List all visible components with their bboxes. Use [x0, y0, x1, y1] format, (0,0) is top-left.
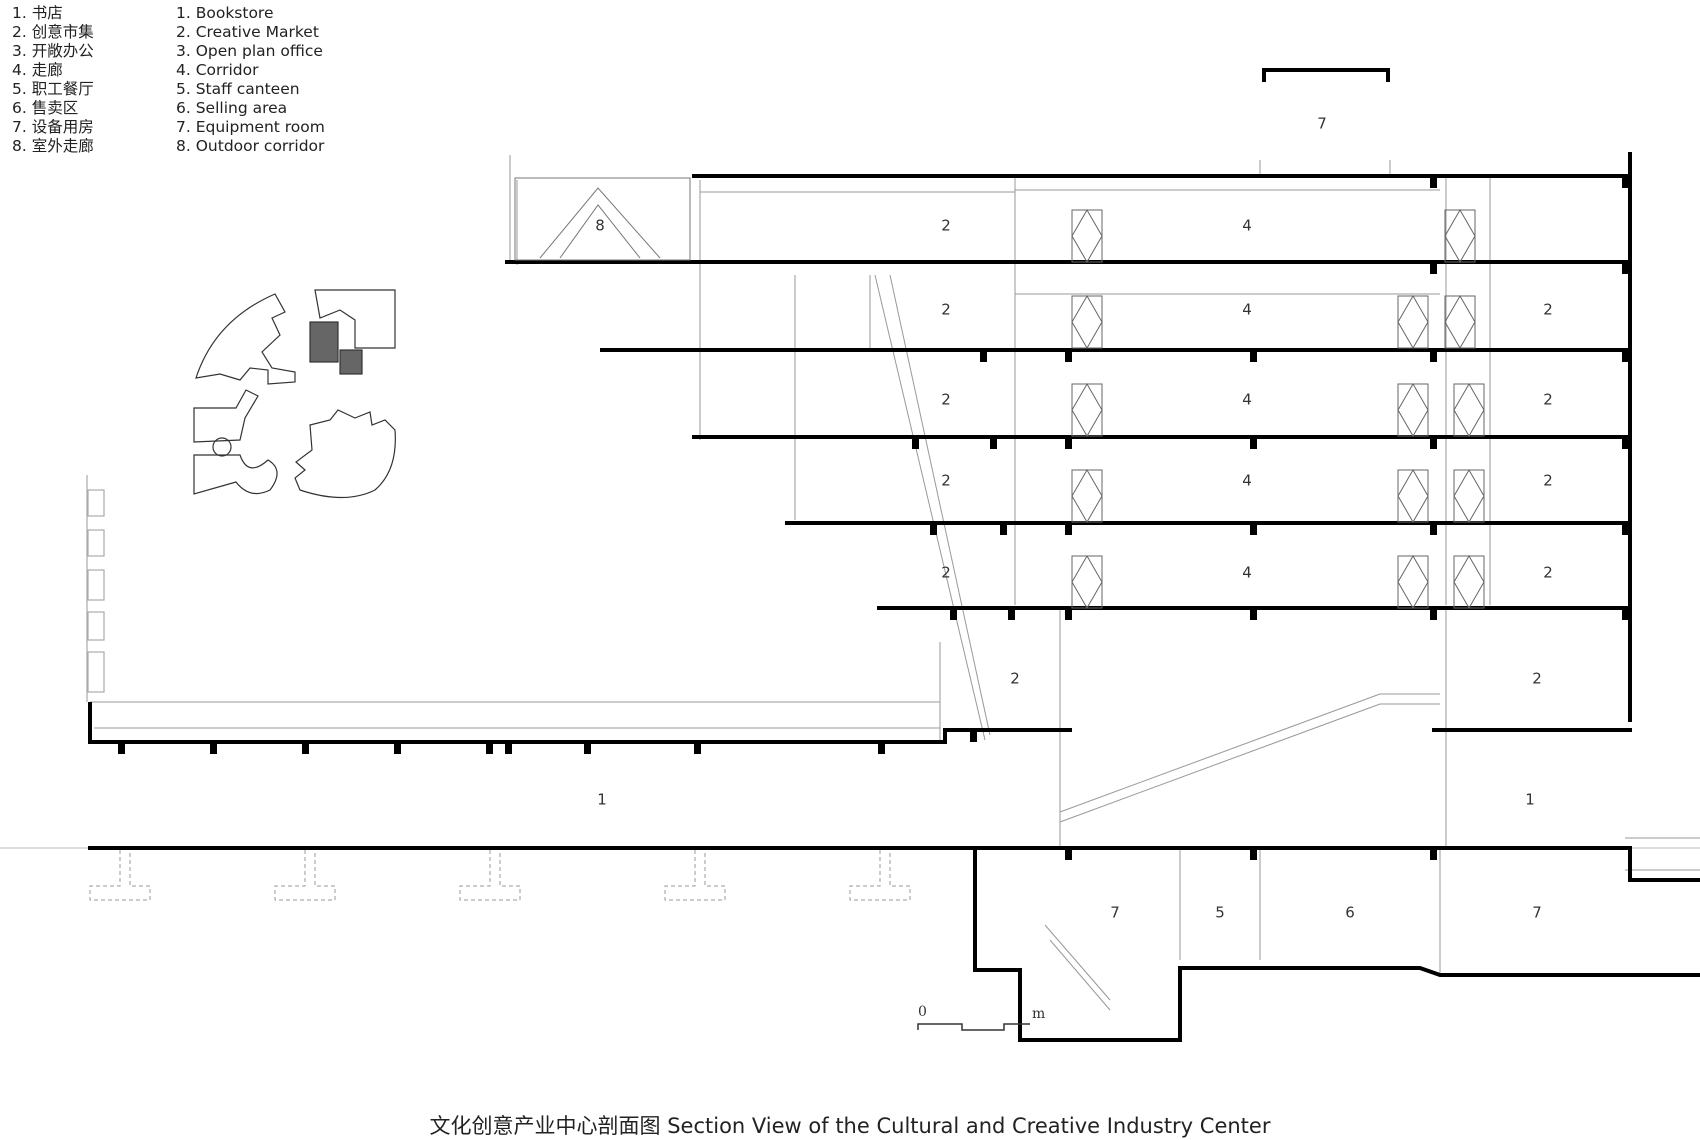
- room-label: 2: [1543, 301, 1553, 319]
- room-label: 4: [1242, 301, 1252, 319]
- room-label: 2: [1010, 670, 1020, 688]
- room-label: 2: [941, 217, 951, 235]
- legend-item: 2. 创意市集: [12, 23, 94, 41]
- legend-item: 1. 书店: [12, 4, 63, 22]
- scale-unit-label: m: [1032, 1006, 1045, 1022]
- legend-item: 4. Corridor: [176, 61, 259, 79]
- columns: [118, 176, 1629, 860]
- room-label: 2: [941, 301, 951, 319]
- scale-bar: 0 m: [917, 1004, 1045, 1031]
- room-label: 2: [1543, 564, 1553, 582]
- room-label: 2: [941, 564, 951, 582]
- room-label: 7: [1317, 115, 1327, 133]
- footings: [89, 850, 911, 901]
- legend-item: 3. Open plan office: [176, 42, 323, 60]
- legend-item: 5. Staff canteen: [176, 80, 300, 98]
- room-label: 2: [1543, 472, 1553, 490]
- legend-item: 6. 售卖区: [12, 99, 79, 117]
- room-label: 2: [1532, 670, 1542, 688]
- scale-zero-label: 0: [918, 1004, 927, 1020]
- room-label: 4: [1242, 472, 1252, 490]
- room-label: 2: [941, 472, 951, 490]
- room-label: 2: [941, 391, 951, 409]
- thin-structure: [90, 155, 1700, 1011]
- room-label: 2: [1543, 391, 1553, 409]
- legend-item: 6. Selling area: [176, 99, 288, 117]
- legend-item: 5. 职工餐厅: [12, 80, 94, 98]
- room-labels: 7 8 2 4 2 4 2 2 4 2 2 4 2 2 4 2 2 2 1 1 …: [595, 115, 1553, 922]
- legend-item: 7. Equipment room: [176, 118, 325, 136]
- drawing-caption: 文化创意产业中心剖面图 Section View of the Cultural…: [429, 1114, 1271, 1138]
- room-label: 7: [1532, 904, 1542, 922]
- legend-item: 8. 室外走廊: [12, 137, 94, 155]
- room-label: 4: [1242, 391, 1252, 409]
- legend-item: 4. 走廊: [12, 61, 63, 79]
- outdoor-corridor-truss: [514, 177, 691, 261]
- room-label: 4: [1242, 217, 1252, 235]
- legend-item: 8. Outdoor corridor: [176, 137, 325, 155]
- legend-english: 1. Bookstore 2. Creative Market 3. Open …: [176, 4, 325, 156]
- vertical-signage: [86, 475, 105, 702]
- legend-item: 1. Bookstore: [176, 4, 274, 22]
- legend-chinese: 1. 书店 2. 创意市集 3. 开敞办公 4. 走廊 5. 职工餐厅 6. 售…: [12, 4, 94, 156]
- legend-item: 7. 设备用房: [12, 118, 94, 136]
- room-label: 4: [1242, 564, 1252, 582]
- legend-item: 3. 开敞办公: [12, 42, 94, 60]
- room-label: 1: [1525, 791, 1535, 809]
- slabs: [88, 68, 1700, 1042]
- room-label: 5: [1215, 904, 1225, 922]
- room-label: 1: [597, 791, 607, 809]
- room-label: 7: [1110, 904, 1120, 922]
- legend-item: 2. Creative Market: [176, 23, 319, 41]
- diamond-panels: [1071, 208, 1485, 610]
- site-plan-key: [193, 289, 396, 499]
- room-label: 8: [595, 217, 605, 235]
- room-label: 6: [1345, 904, 1355, 922]
